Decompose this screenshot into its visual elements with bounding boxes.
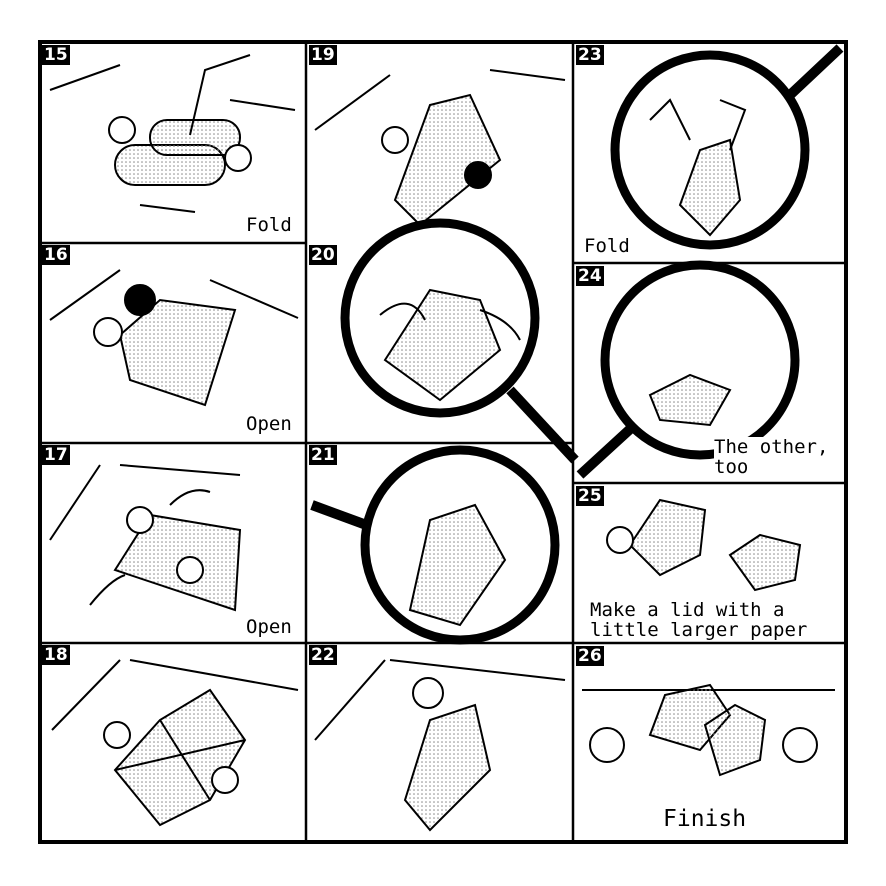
step-number-18: 18	[42, 645, 70, 665]
step-number-22: 22	[309, 645, 337, 665]
magnifier-20-drawing	[340, 218, 579, 464]
caption-24: The other, too	[714, 436, 829, 478]
panel-17-drawing	[49, 464, 242, 612]
magnifier-23-drawing	[610, 44, 844, 250]
caption-17: Open	[246, 616, 292, 638]
panel-25-drawing	[606, 498, 802, 592]
step-number-23: 23	[576, 45, 604, 65]
caption-16: Open	[246, 413, 292, 435]
panel-19-drawing	[314, 69, 566, 227]
step-number-17: 17	[42, 445, 70, 465]
step-number-16: 16	[42, 245, 70, 265]
magnifier-24-drawing	[576, 260, 800, 479]
caption-26: Finish	[663, 806, 747, 832]
panel-grid	[38, 40, 848, 844]
panel-15-drawing	[49, 54, 296, 213]
magnifier-21-drawing	[310, 445, 560, 645]
step-number-19: 19	[309, 45, 337, 65]
panel-18-drawing	[51, 659, 299, 827]
step-number-15: 15	[42, 45, 70, 65]
panel-26-drawing	[582, 683, 835, 777]
step-number-26: 26	[576, 646, 604, 666]
step-number-21: 21	[309, 445, 337, 465]
panel-22-drawing	[314, 659, 566, 832]
caption-23: Fold	[584, 235, 630, 257]
step-number-24: 24	[576, 266, 604, 286]
step-number-20: 20	[309, 245, 337, 265]
step-number-25: 25	[576, 486, 604, 506]
caption-25: Make a lid with a little larger paper	[590, 599, 808, 641]
panel-16-drawing	[49, 269, 299, 407]
caption-15: Fold	[246, 214, 292, 236]
